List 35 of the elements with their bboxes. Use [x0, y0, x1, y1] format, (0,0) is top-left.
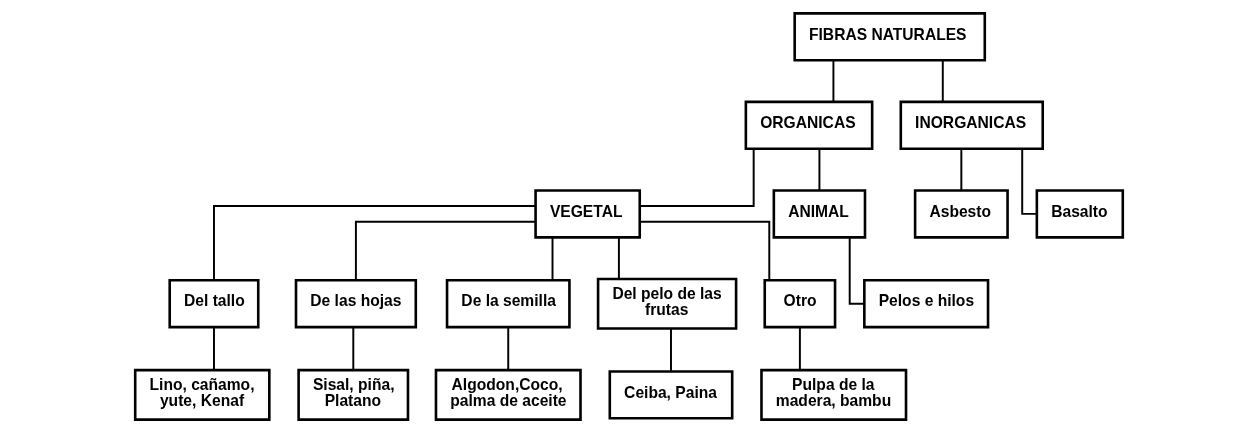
connector: [213, 205, 537, 282]
connector: [960, 148, 963, 192]
node-box: Ceiba, Paina: [608, 370, 734, 420]
connector: [818, 148, 821, 192]
connector: [213, 326, 215, 371]
connector: [832, 59, 835, 103]
connector: [670, 327, 672, 373]
connector: [798, 326, 801, 371]
connector: [848, 236, 866, 305]
node-box: Basalto: [1035, 189, 1125, 239]
node-box: Pelos e hilos: [863, 279, 990, 329]
connector: [352, 326, 355, 371]
connector: [639, 148, 755, 208]
node-box: Algodon,Coco, palma de aceite: [434, 368, 582, 421]
node-box: VEGETAL: [534, 189, 642, 239]
node-box: Asbesto: [913, 189, 1009, 239]
node-box: ORGANICAS: [744, 100, 874, 151]
node-box: De la semilla: [445, 279, 571, 329]
node-box: De las hojas: [294, 279, 418, 329]
node-box: Del pelo de las frutas: [596, 277, 738, 330]
connector: [507, 326, 510, 371]
node-box: Pulpa de la madera, bambu: [760, 368, 908, 421]
node-box: Otro: [763, 279, 837, 329]
node-box: Del tallo: [168, 279, 260, 329]
connector: [1021, 148, 1038, 215]
node-box: Sisal, piña, Platano: [297, 368, 410, 421]
connector: [941, 59, 944, 103]
connector: [639, 220, 771, 281]
node-box: INORGANICAS: [899, 100, 1044, 151]
node-box: ANIMAL: [772, 189, 867, 239]
connector: [617, 236, 620, 280]
connector: [354, 220, 537, 281]
node-box: FIBRAS NATURALES: [793, 12, 987, 62]
node-box: Lino, cañamo, yute, Kenaf: [133, 368, 271, 421]
connector: [551, 236, 554, 281]
